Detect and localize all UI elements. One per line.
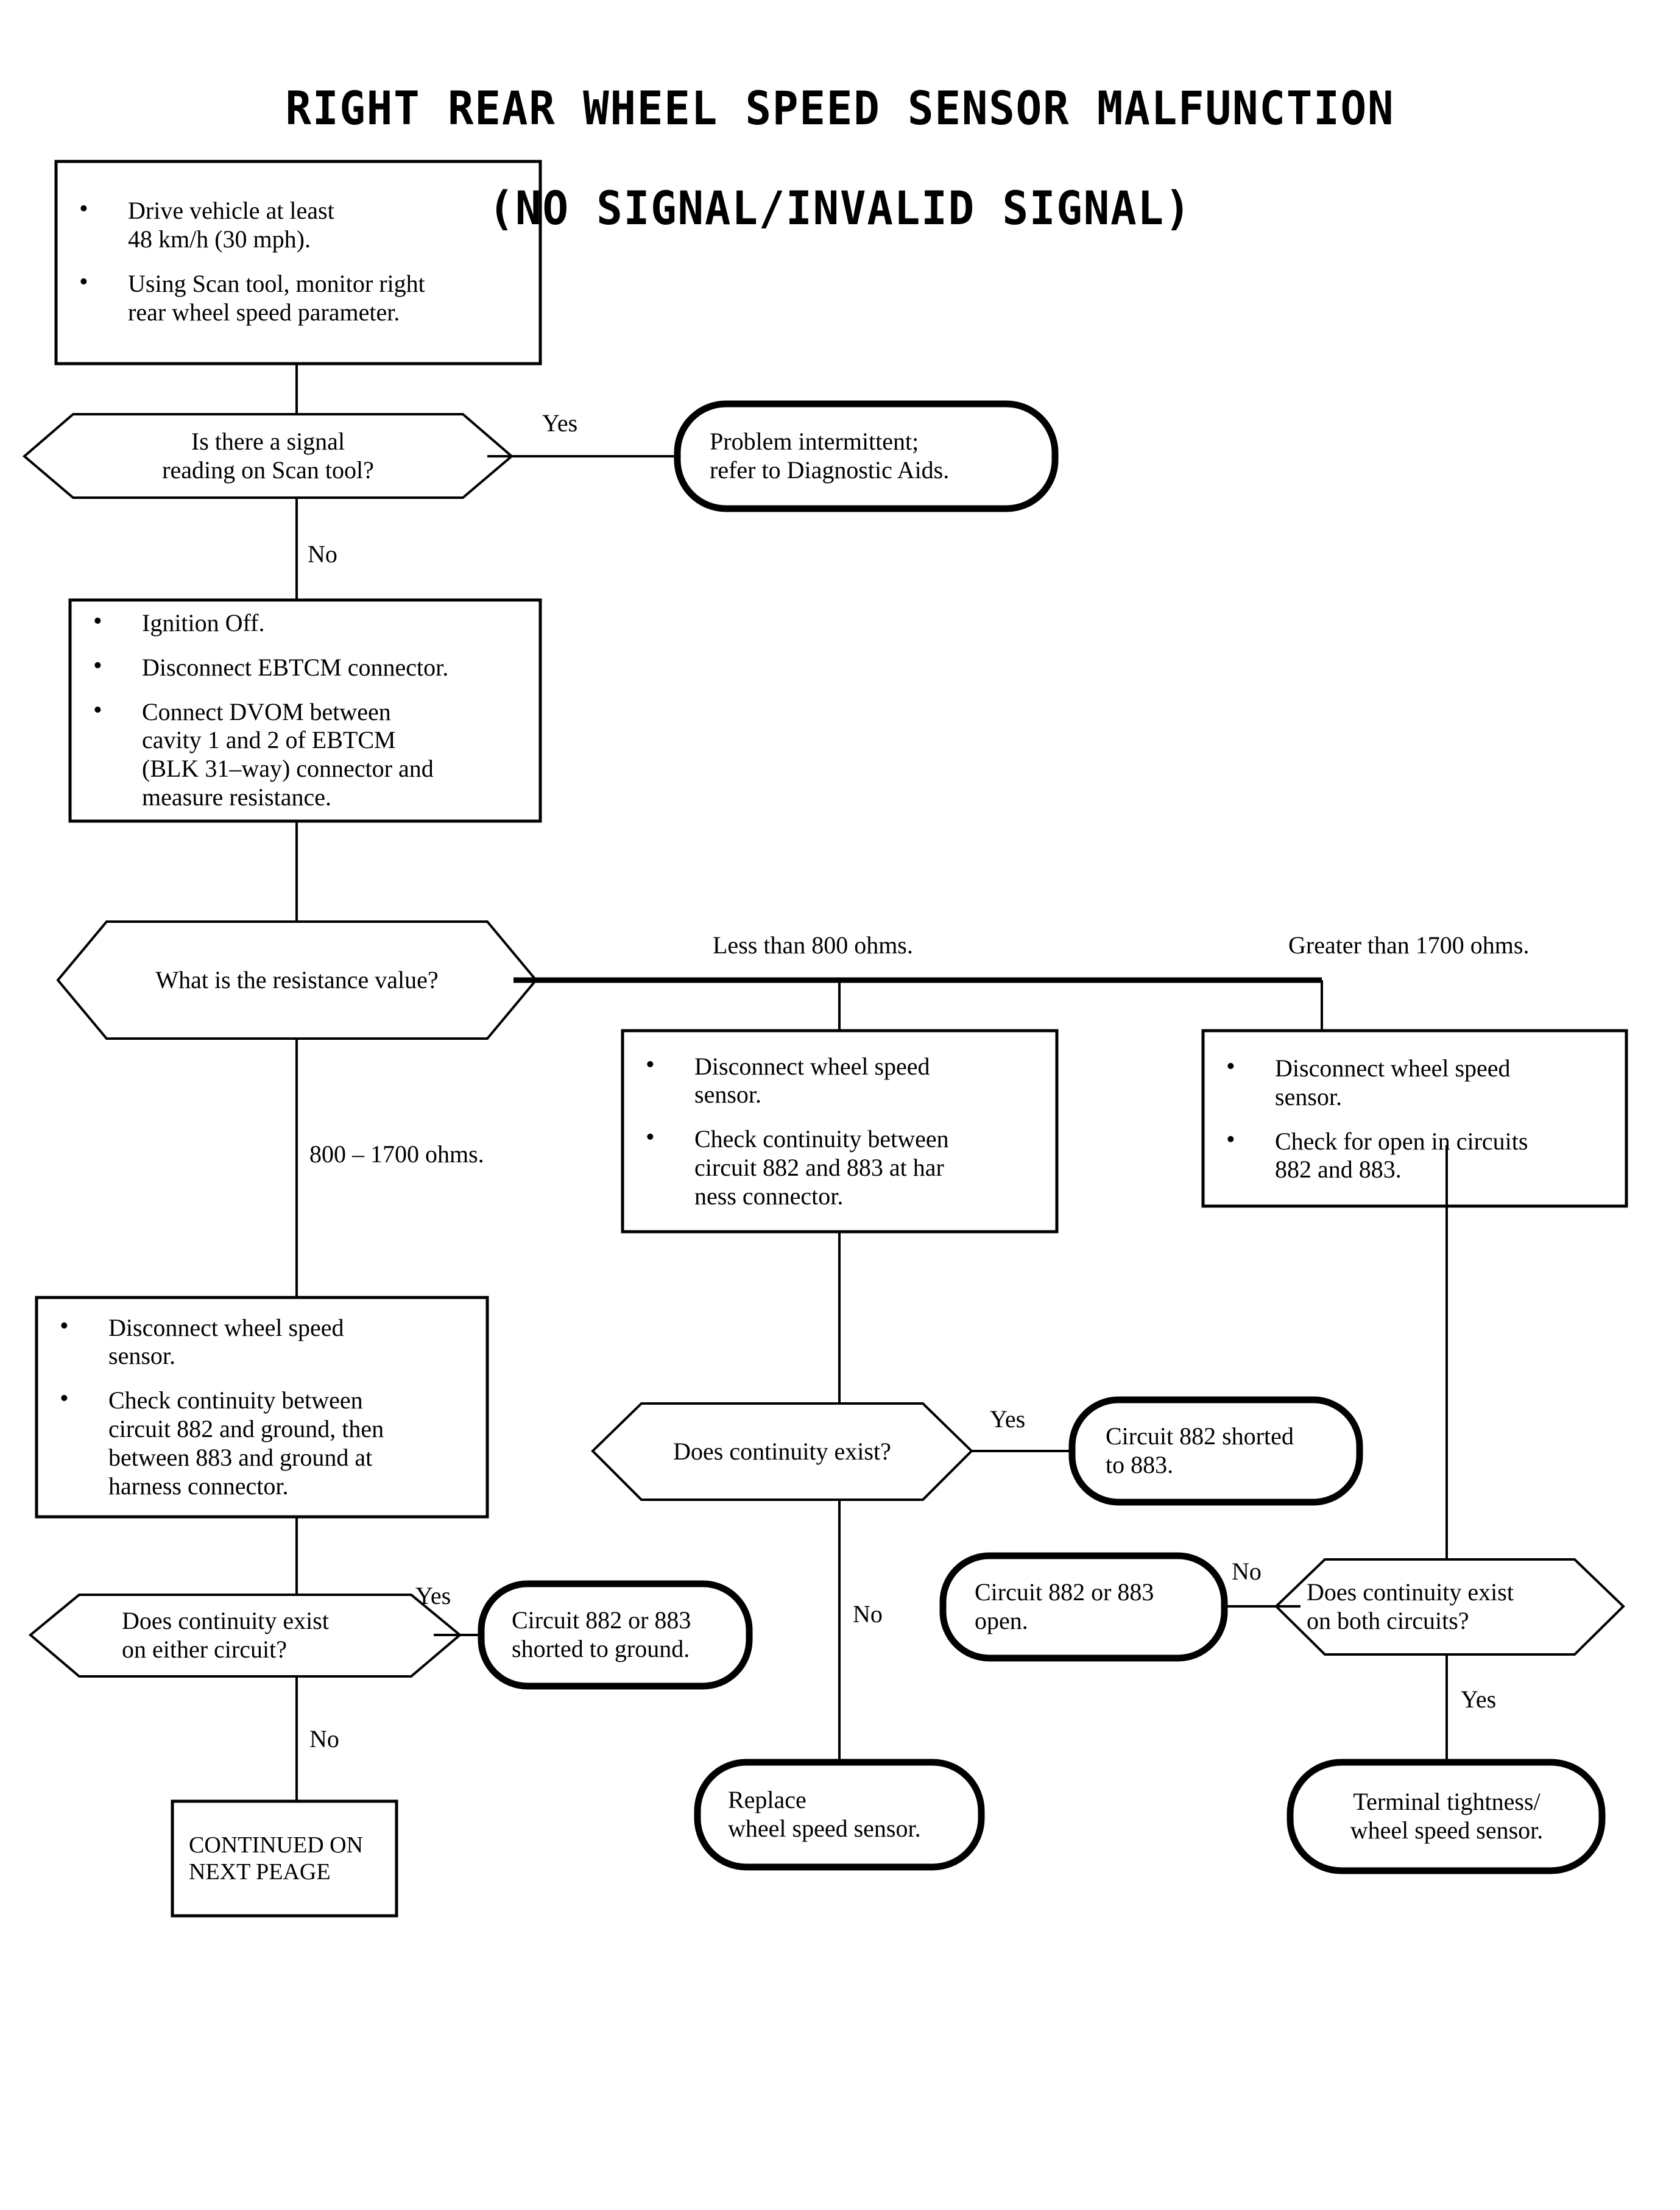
- shorted-883-terminator-text: Circuit 882 shorted to 883.: [1106, 1422, 1294, 1478]
- list-item: Ignition Off.: [70, 607, 540, 638]
- left-process-text: Disconnect wheel speed sensor. Check con…: [37, 1304, 487, 1511]
- right-process-bullets: Disconnect wheel speed sensor. Check for…: [1203, 1052, 1626, 1185]
- terminal-tightness-terminator-text: Terminal tightness/ wheel speed sensor.: [1350, 1788, 1544, 1844]
- resistance-decision-text: What is the resistance value?: [155, 966, 439, 994]
- page-title-line-2: (NO SIGNAL/INVALID SIGNAL): [488, 181, 1192, 236]
- shorted-ground-terminator-text: Circuit 882 or 883 shorted to ground.: [512, 1606, 691, 1662]
- shape-start-process: [54, 160, 542, 365]
- shape-resistance-decision: [56, 920, 538, 1040]
- edge-label-resistance-mid: 800 – 1700 ohms.: [309, 1140, 484, 1168]
- list-item: Disconnect wheel speed sensor.: [623, 1050, 1057, 1110]
- mid-process-text: Disconnect wheel speed sensor. Check con…: [623, 1039, 1057, 1224]
- start-process-text: Drive vehicle at least 48 km/h (30 mph).…: [56, 171, 540, 353]
- left-process-bullets: Disconnect wheel speed sensor. Check con…: [37, 1312, 487, 1501]
- page-title: RIGHT REAR WHEEL SPEED SENSOR MALFUNCTIO…: [59, 34, 1622, 283]
- edge-label-mid-yes: Yes: [990, 1405, 1026, 1433]
- signal-decision-text: Is there a signal reading on Scan tool?: [162, 427, 374, 484]
- edge-label-right-yes: Yes: [1461, 1686, 1497, 1713]
- ebtcm-process-text: Ignition Off. Disconnect EBTCM connector…: [70, 607, 540, 816]
- list-item: Disconnect wheel speed sensor.: [1203, 1052, 1626, 1112]
- list-item: Using Scan tool, monitor right rear whee…: [56, 267, 540, 327]
- edge-label-right-no: No: [1232, 1558, 1262, 1585]
- shape-replace-terminator: [694, 1759, 985, 1871]
- shape-mid-continuity-decision: [591, 1402, 973, 1501]
- shape-open-terminator: [939, 1552, 1228, 1662]
- connector-lines: [295, 364, 1448, 1801]
- edge-label-mid-no: No: [853, 1600, 883, 1628]
- continued-box-text: CONTINUED ON NEXT PEAGE: [189, 1832, 364, 1885]
- shape-terminal-tightness-terminator: [1286, 1759, 1606, 1874]
- ebtcm-process-bullets: Ignition Off. Disconnect EBTCM connector…: [70, 607, 540, 812]
- shape-right-process: [1201, 1029, 1628, 1208]
- list-item: Drive vehicle at least 48 km/h (30 mph).: [56, 194, 540, 254]
- mid-process-bullets: Disconnect wheel speed sensor. Check con…: [623, 1050, 1057, 1211]
- shape-left-continuity-decision: [28, 1594, 462, 1678]
- list-item: Disconnect EBTCM connector.: [70, 651, 540, 682]
- open-terminator-text: Circuit 882 or 883 open.: [975, 1578, 1154, 1634]
- both-continuity-decision-text: Does continuity exist on both circuits?: [1307, 1578, 1514, 1634]
- edge-label-left-no: No: [309, 1725, 339, 1753]
- list-item: Connect DVOM between cavity 1 and 2 of E…: [70, 696, 540, 812]
- edge-label-resistance-greater: Greater than 1700 ohms.: [1288, 931, 1530, 959]
- shape-shorted-ground-terminator: [478, 1580, 753, 1690]
- list-item: Check for open in circuits 882 and 883.: [1203, 1125, 1626, 1185]
- shape-continued-box: [171, 1799, 398, 1918]
- shape-signal-decision: [22, 413, 514, 499]
- replace-terminator-text: Replace wheel speed sensor.: [728, 1786, 921, 1842]
- intermittent-terminator-text: Problem intermittent; refer to Diagnosti…: [710, 428, 950, 484]
- list-item: Disconnect wheel speed sensor.: [37, 1312, 487, 1371]
- edge-label-signal-no: No: [308, 540, 337, 568]
- shape-shorted-883-terminator: [1068, 1396, 1363, 1506]
- right-process-text: Disconnect wheel speed sensor. Check for…: [1203, 1036, 1626, 1203]
- start-process-bullets: Drive vehicle at least 48 km/h (30 mph).…: [56, 194, 540, 327]
- list-item: Check continuity between circuit 882 and…: [623, 1123, 1057, 1210]
- left-continuity-decision-text: Does continuity exist on either circuit?: [122, 1607, 329, 1663]
- edge-label-left-yes: Yes: [415, 1582, 451, 1609]
- page-title-line-1: RIGHT REAR WHEEL SPEED SENSOR MALFUNCTIO…: [285, 81, 1395, 136]
- edge-label-signal-yes: Yes: [542, 409, 578, 437]
- list-item: Check continuity between circuit 882 and…: [37, 1384, 487, 1500]
- mid-continuity-decision-text: Does continuity exist?: [673, 1437, 891, 1465]
- shape-intermittent-terminator: [674, 400, 1059, 512]
- edge-label-resistance-less: Less than 800 ohms.: [713, 931, 913, 959]
- shape-both-continuity-decision: [1274, 1558, 1625, 1656]
